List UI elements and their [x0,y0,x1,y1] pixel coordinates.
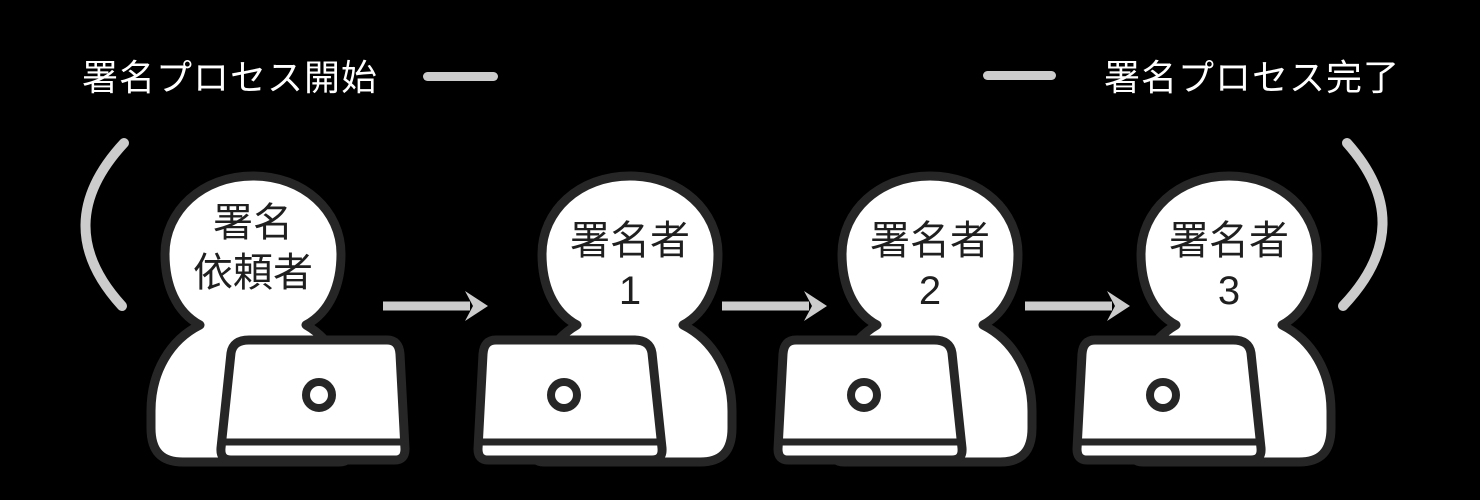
start-dash [423,72,498,81]
person-label: 署名者 3 [1129,216,1329,316]
person-signer-1: 署名者 1 [473,168,737,468]
end-bracket-icon [1338,138,1388,311]
person-label-line2: 1 [618,269,642,313]
laptop-logo-icon [1146,378,1180,412]
person-label-line2: 2 [918,269,942,313]
laptop-logo-icon [847,378,881,412]
flow-arrow-1-icon [383,291,488,321]
flow-arrow-3-icon [1025,291,1130,321]
flow-arrow-2-icon [722,291,827,321]
person-label-line1: 署名 [213,201,293,245]
person-label-line1: 署名者 [570,219,690,263]
start-bracket-icon [80,138,129,311]
laptop-logo-icon [302,378,336,412]
end-title: 署名プロセス完了 [1104,57,1401,98]
person-label: 署名者 1 [530,216,730,316]
person-signer-3: 署名者 3 [1072,168,1336,468]
person-label-line2: 依頼者 [193,251,313,295]
person-label-line2: 3 [1217,269,1241,313]
person-signer-2: 署名者 2 [773,168,1037,468]
person-requester: 署名 依頼者 [146,168,410,468]
person-at-laptop-icon [1072,171,1336,467]
person-label: 署名 依頼者 [153,198,353,298]
person-label-line1: 署名者 [870,219,990,263]
end-dash [983,71,1056,80]
person-at-laptop-icon [146,171,410,467]
person-label: 署名者 2 [830,216,1030,316]
start-title: 署名プロセス開始 [82,57,379,98]
person-at-laptop-icon [773,171,1037,467]
person-label-line1: 署名者 [1169,219,1289,263]
person-at-laptop-icon [473,171,737,467]
laptop-logo-icon [547,378,581,412]
